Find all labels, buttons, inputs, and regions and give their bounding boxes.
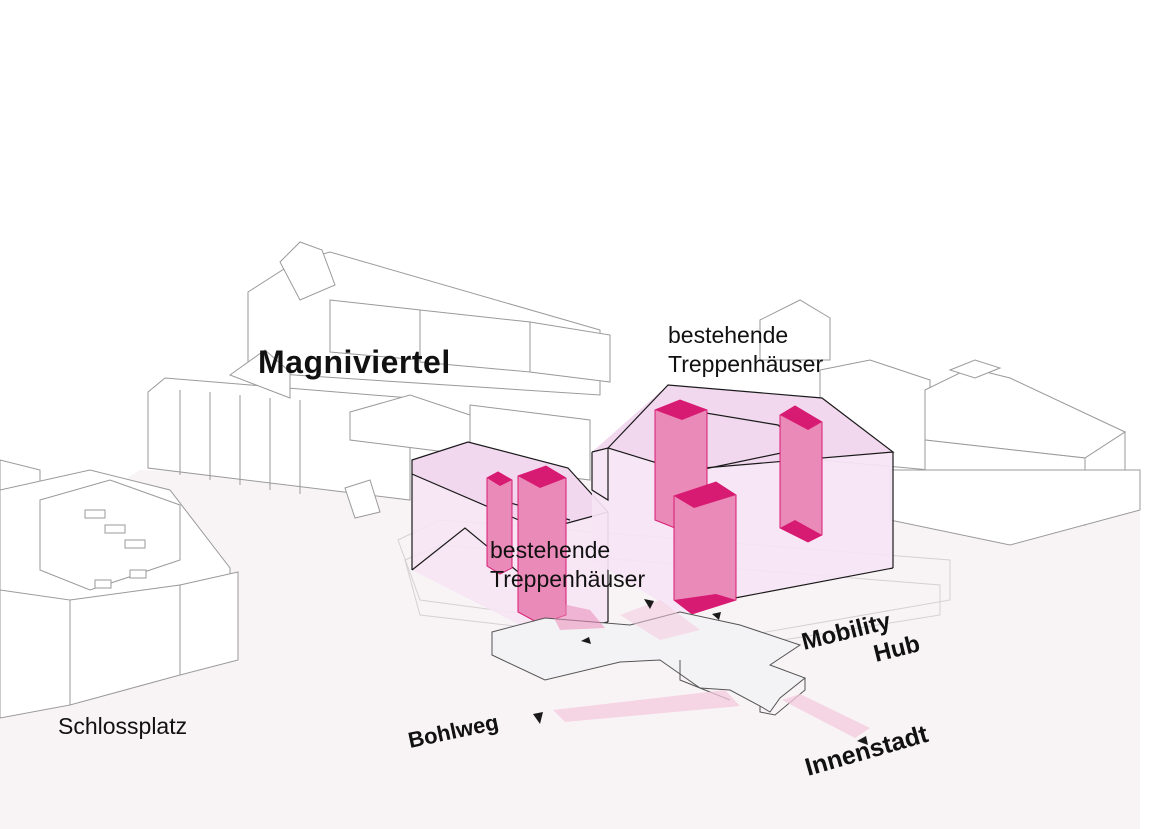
stairs-label-top: bestehende Treppenhäuser <box>668 322 823 377</box>
arrow-icon <box>712 612 721 620</box>
arrow-icon <box>533 712 543 724</box>
context-buildings-schlossplatz <box>0 459 239 719</box>
stairs-label-mid: bestehende Treppenhäuser <box>490 537 645 592</box>
arrow-icon <box>644 599 654 609</box>
schlossplatz-label: Schlossplatz <box>58 713 187 739</box>
stairs-label-top-line2: Treppenhäuser <box>668 351 823 377</box>
arrow-icon <box>857 736 868 745</box>
stair-core-right-east <box>779 405 823 543</box>
access-paths <box>545 600 870 738</box>
district-label: Magniviertel <box>258 344 451 380</box>
stair-core-right-front <box>673 481 737 615</box>
stairs-label-top-line1: bestehende <box>668 322 788 348</box>
arrow-icon <box>581 637 591 644</box>
stairs-label-mid-line1: bestehende <box>490 537 610 563</box>
context-buildings-east <box>759 299 1141 546</box>
stair-core-left-large <box>517 465 567 625</box>
entrance-arrows <box>533 599 868 745</box>
stairs-label-mid-line2: Treppenhäuser <box>490 566 645 592</box>
stair-core-left-small <box>486 471 513 575</box>
